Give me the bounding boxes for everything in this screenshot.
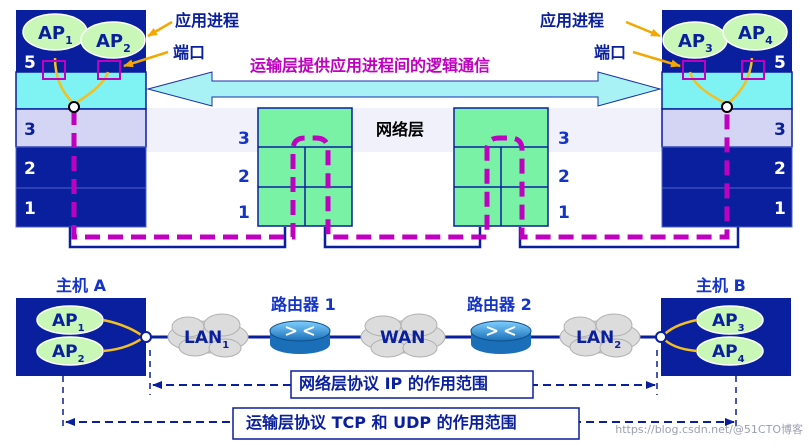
transport-logical-text: 运输层提供应用进程间的逻辑通信: [250, 56, 491, 75]
port-label-right: 端口: [594, 43, 627, 62]
router2-label: 路由器 2: [467, 295, 532, 314]
left-port-1: [42, 60, 66, 80]
router1-label: 路由器 1: [271, 295, 336, 314]
tcp-scope-label: 运输层协议 TCP 和 UDP 的作用范围: [246, 413, 517, 432]
router2-stack: [453, 107, 549, 227]
right-layer-1: 1: [774, 199, 786, 219]
top-ap4-ellipse: [722, 13, 788, 51]
scope-guides: [62, 350, 737, 430]
router-right-num-2: 2: [558, 167, 570, 187]
host-a-socket: [140, 331, 152, 343]
right-layer-2: 2: [774, 159, 786, 179]
right-layer-5: 5: [774, 53, 786, 73]
callout-arrows: [123, 20, 681, 68]
ip-scope-box: [290, 370, 534, 399]
host-b-socket: [655, 331, 667, 343]
ip-scope-label: 网络层协议 IP 的作用范围: [299, 374, 488, 393]
left-layer-1: 1: [24, 199, 36, 219]
left-port-2: [97, 60, 121, 80]
app-process-label-left: 应用进程: [175, 11, 240, 30]
right-socket: [721, 101, 733, 113]
port-label-left: 端口: [173, 43, 206, 62]
right-port-2: [741, 60, 765, 80]
router-right-num-1: 1: [558, 203, 570, 223]
wan-cloud: [360, 313, 446, 358]
host-b-label: 主机 B: [696, 276, 746, 295]
lan1-label: LAN1: [184, 328, 229, 351]
router-left-num-1: 1: [238, 203, 250, 223]
left-layer-2: 2: [24, 159, 36, 179]
router-left-num-3: 3: [238, 129, 250, 149]
transport-logical-arrow: [146, 71, 662, 107]
top-ap2-label: AP2: [96, 31, 131, 55]
watermark: https://blog.csdn.net/@51CTO博客: [615, 423, 803, 436]
left-layer-3: 3: [24, 120, 36, 140]
right-port-1: [682, 60, 706, 80]
top-ap3-label: AP3: [678, 31, 713, 55]
router-left-num-2: 2: [238, 167, 250, 187]
top-ap2-ellipse: [80, 21, 146, 59]
host-b-ap4-label: AP4: [712, 342, 745, 365]
left-socket: [68, 101, 80, 113]
router1-icon: [269, 320, 331, 354]
network-layer-label: 网络层: [376, 120, 425, 139]
host-a-label: 主机 A: [56, 276, 106, 295]
router-right-num-3: 3: [558, 129, 570, 149]
data-path: [71, 110, 730, 240]
lan2-cloud: [559, 313, 641, 358]
host-a-ap1-label: AP1: [52, 311, 85, 334]
host-b-ap3-label: AP3: [712, 311, 745, 334]
lan2-label: LAN2: [576, 328, 621, 351]
host-a-ap2-label: AP2: [52, 342, 85, 365]
left-layer-5: 5: [24, 53, 36, 73]
top-ap1-label: AP1: [38, 23, 73, 47]
tcp-scope-box: [232, 407, 580, 440]
app-process-label-right: 应用进程: [540, 11, 605, 30]
right-layer-3: 3: [774, 120, 786, 140]
lan1-cloud: [167, 313, 249, 358]
router2-icon: [470, 320, 532, 354]
network-layer-band: [145, 108, 665, 152]
top-ap4-label: AP4: [738, 23, 773, 47]
router1-stack: [257, 107, 353, 227]
wan-label: WAN: [380, 328, 425, 348]
